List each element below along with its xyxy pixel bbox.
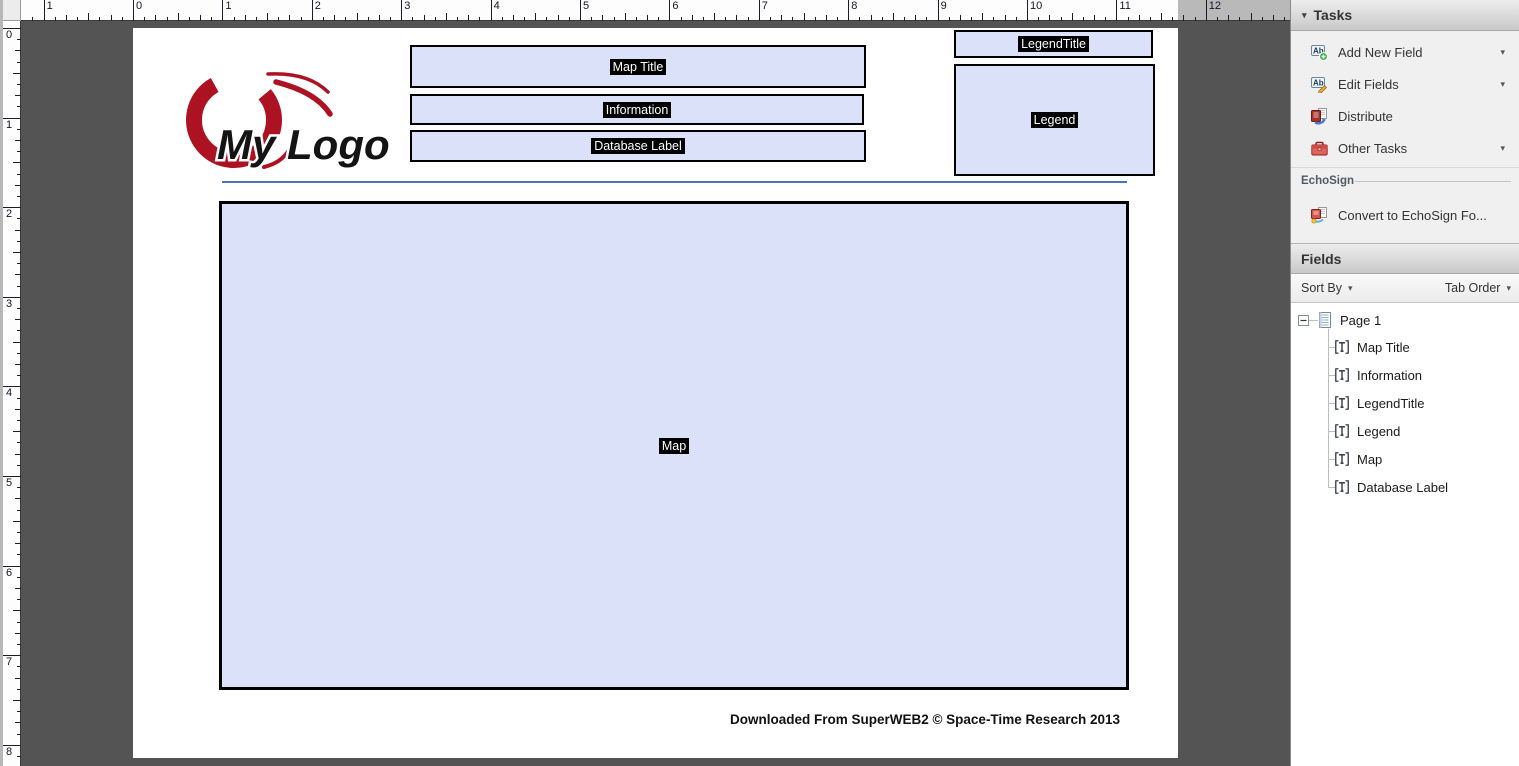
tree-connector [1328,487,1336,488]
map-title-field-label: Map Title [609,58,667,75]
my-logo-image: My Logo [186,72,392,171]
distribute-label: Distribute [1338,108,1393,124]
tree-field-label: Legend [1357,423,1401,439]
text-field-icon [1335,340,1349,354]
edit-fields-dropdown-icon[interactable]: ▾ [1500,78,1505,89]
add-new-field-icon: Ab [1311,44,1328,61]
ruler-corner [3,0,21,21]
tree-connector [1328,403,1336,404]
text-field-icon [1335,368,1349,382]
tree-row-page[interactable]: Page 1 [1298,309,1381,331]
information-field[interactable]: Information [410,94,864,125]
text-field-icon [1335,424,1349,438]
tree-field-label: LegendTitle [1357,395,1425,411]
tree-connector [1328,347,1336,348]
echosign-section-rule [1355,181,1511,182]
logo-text: My Logo [217,121,390,168]
tree-connector [1328,431,1336,432]
convert-to-echosign-label: Convert to EchoSign Fo... [1338,207,1487,223]
text-field-icon [1335,452,1349,466]
information-field-label: Information [602,101,672,118]
database-label-field-label: Database Label [591,138,685,154]
tree-field-label: Map Title [1357,339,1410,355]
sort-by-dropdown-icon[interactable]: ▾ [1348,282,1353,293]
edit-fields-button[interactable]: Ab Edit Fields ▾ [1291,72,1519,96]
add-new-field-label: Add New Field [1338,44,1423,60]
map-field[interactable]: Map [219,201,1129,690]
legend-title-field[interactable]: LegendTitle [954,30,1153,58]
page-footer-text: Downloaded From SuperWEB2 © Space-Time R… [729,712,1121,727]
text-field-icon [1335,396,1349,410]
fields-panel-header[interactable]: Fields [1291,243,1519,274]
tree-row-field[interactable]: Information [1335,364,1422,386]
sort-value-button[interactable]: Tab Order [1444,281,1501,295]
add-new-field-dropdown-icon[interactable]: ▾ [1500,46,1505,57]
legend-field[interactable]: Legend [954,64,1155,176]
tasks-panel-title: Tasks [1313,7,1353,23]
tree-field-label: Database Label [1357,479,1449,495]
other-tasks-dropdown-icon[interactable]: ▾ [1500,142,1505,153]
convert-to-echosign-button[interactable]: Convert to EchoSign Fo... [1291,203,1519,227]
legend-title-field-label: LegendTitle [1018,36,1089,52]
edit-fields-icon: Ab [1311,76,1328,93]
distribute-button[interactable]: Distribute [1291,104,1519,128]
edit-fields-label: Edit Fields [1338,76,1399,92]
legend-field-label: Legend [1030,112,1079,128]
page-icon [1319,311,1331,328]
other-tasks-button[interactable]: Other Tasks ▾ [1291,136,1519,160]
tree-field-label: Map [1357,451,1383,467]
svg-text:Ab: Ab [1313,46,1324,55]
map-title-field[interactable]: Map Title [410,45,866,88]
echosign-convert-icon [1311,206,1327,224]
text-field-icon [1335,480,1349,494]
tree-row-field[interactable]: LegendTitle [1335,392,1424,414]
header-divider-line [222,181,1127,183]
fields-tree: Page 1 Map Title Information [1291,303,1519,766]
tasks-panel-header[interactable]: ▾ Tasks [1291,0,1519,31]
other-tasks-label: Other Tasks [1338,140,1408,156]
database-label-field[interactable]: Database Label [410,130,866,162]
tree-connector [1328,329,1329,488]
tree-connector [1309,320,1318,321]
svg-text:Ab: Ab [1313,78,1324,87]
window-edge [0,0,3,766]
section-divider [1291,167,1519,168]
distribute-icon [1311,107,1327,125]
tree-connector [1328,375,1336,376]
collapse-expander-icon[interactable] [1298,314,1309,326]
fields-panel-title: Fields [1301,250,1342,267]
fields-sort-bar: Sort By ▾ Tab Order ▾ [1291,274,1519,303]
tree-connector [1328,459,1336,460]
echosign-section-title: EchoSign [1301,175,1355,187]
tree-row-field[interactable]: Map Title [1335,336,1410,358]
collapse-triangle-icon: ▾ [1302,9,1307,20]
document-page[interactable]: My Logo Map Title Information Database L… [133,28,1178,758]
logo-swoosh-icon [186,72,333,169]
tree-row-field[interactable]: Map [1335,448,1382,470]
add-new-field-button[interactable]: Ab Add New Field ▾ [1291,40,1519,64]
map-field-label: Map [658,437,690,454]
sort-value-dropdown-icon[interactable]: ▾ [1506,282,1511,293]
tree-page-label: Page 1 [1340,312,1382,328]
tree-row-field[interactable]: Legend [1335,420,1400,442]
tree-field-label: Information [1357,367,1423,383]
other-tasks-icon [1311,141,1328,155]
sort-by-button[interactable]: Sort By [1301,281,1342,295]
right-sidebar: ▾ Tasks Ab Add New Field ▾ Ab Edit Field… [1290,0,1519,766]
tree-row-field[interactable]: Database Label [1335,476,1448,498]
